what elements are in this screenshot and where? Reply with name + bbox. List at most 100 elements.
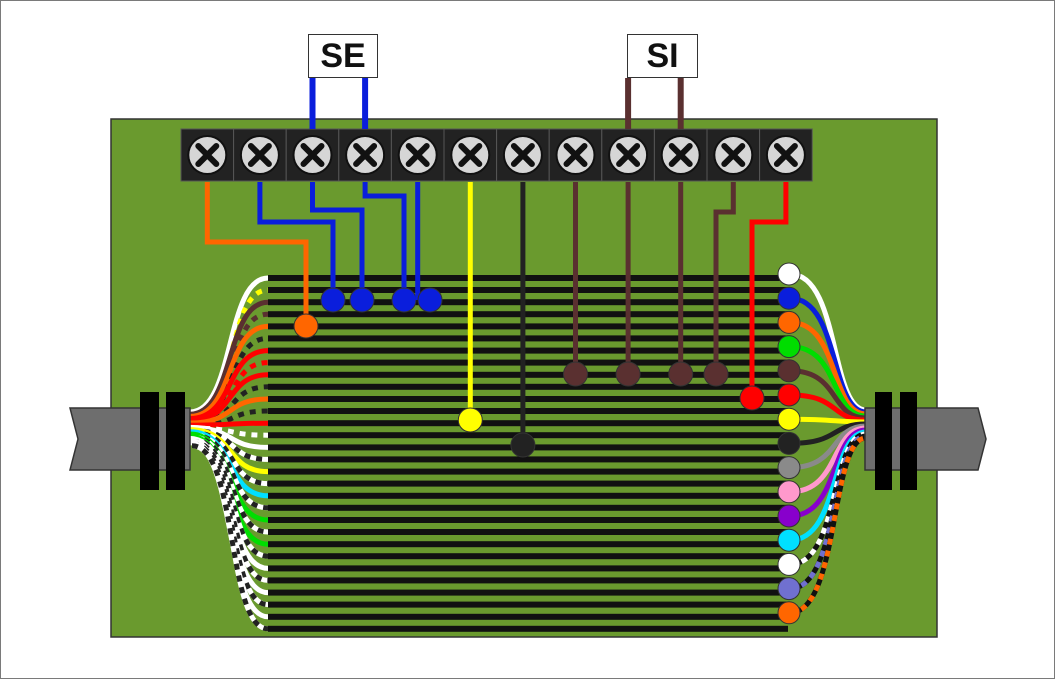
right-wire	[789, 421, 867, 446]
pair-line-return	[268, 287, 788, 293]
se-label: SE	[308, 34, 378, 78]
right-end-dot-icon	[777, 480, 801, 504]
pair-line	[268, 589, 788, 596]
right-wire-base	[789, 435, 867, 616]
right-wire	[789, 392, 867, 423]
connection-dot-icon	[615, 361, 641, 387]
screw-cross-icon	[773, 143, 798, 167]
right-end-dot-icon	[777, 456, 801, 480]
pair-line-return	[268, 601, 788, 608]
left-clamp-inner-icon	[166, 392, 185, 490]
connection-dot-icon	[668, 361, 694, 387]
right-end-dot-icon	[777, 310, 801, 334]
screw-cross-icon	[458, 143, 483, 167]
connection-dot-icon	[457, 407, 483, 433]
pair-line	[268, 541, 788, 548]
right-end-dot-icon	[777, 431, 801, 455]
right-wire	[789, 344, 867, 419]
right-cable-icon	[864, 407, 987, 471]
screw-cross-icon	[405, 143, 430, 167]
pair-line-return	[268, 625, 788, 632]
right-end-dot-icon	[777, 262, 801, 286]
left-wire-stripe	[191, 443, 269, 632]
pair-line	[268, 396, 788, 402]
pair-line	[268, 613, 788, 620]
jumper-wire	[362, 182, 407, 300]
pair-line	[268, 420, 788, 427]
pair-line-return	[268, 408, 788, 414]
screw-cross-icon	[353, 143, 378, 167]
se-label-text: SE	[320, 36, 366, 75]
screw-cross-icon	[510, 143, 535, 167]
pair-line-return	[268, 553, 788, 560]
left-wire	[189, 424, 269, 450]
pair-line	[268, 468, 788, 475]
pair-line	[268, 565, 788, 572]
connection-dot-icon	[293, 313, 319, 339]
right-clamp-inner-icon	[875, 392, 892, 490]
left-wire	[189, 299, 269, 417]
connection-dot-icon	[563, 361, 588, 387]
pair-line	[268, 323, 788, 330]
pair-line-return	[268, 456, 788, 463]
terminal-block	[180, 128, 813, 182]
screw-cross-icon	[721, 143, 746, 167]
terminal-jumpers	[204, 182, 789, 458]
pair-line-return	[268, 577, 788, 584]
connection-dot-icon	[739, 385, 765, 411]
right-wire-stripe	[789, 433, 867, 592]
right-end-dot-icon	[777, 552, 801, 576]
right-end-dot-icon	[777, 335, 801, 359]
right-end-dot-icon	[777, 286, 801, 310]
pair-line	[268, 492, 788, 499]
label-legs	[309, 78, 684, 129]
pair-line-return	[268, 529, 788, 535]
jumper-wire	[257, 182, 336, 300]
jumper-wire	[310, 182, 365, 300]
right-wire	[789, 416, 867, 425]
screw-cross-icon	[563, 143, 588, 167]
pair-line	[268, 371, 788, 378]
screw-cross-icon	[668, 143, 693, 167]
right-wire	[789, 319, 867, 417]
left-wire-fanout	[189, 275, 269, 632]
right-end-dot-icon	[777, 407, 801, 431]
right-end-dot-icon	[777, 504, 801, 528]
connection-dot-icon	[391, 287, 417, 313]
jumper-wire	[204, 182, 309, 326]
pair-line-return	[268, 335, 788, 342]
screw-cross-icon	[616, 143, 641, 167]
jumper-wire	[713, 182, 736, 374]
left-wire	[189, 348, 269, 422]
left-wire	[189, 275, 269, 415]
screw-cross-icon	[247, 143, 272, 167]
left-wire	[189, 427, 269, 475]
left-clamp-outer-icon	[140, 392, 159, 490]
right-end-dot-icon	[777, 383, 801, 407]
screw-cross-icon	[195, 143, 220, 167]
right-end-dot-icon	[777, 359, 801, 383]
left-wire	[189, 323, 269, 419]
connection-dot-icon	[349, 287, 375, 313]
jumper-wire	[749, 182, 789, 398]
pair-line-return	[268, 480, 788, 487]
connection-dot-icon	[510, 432, 536, 458]
si-label-text: SI	[646, 36, 679, 75]
pair-line-return	[268, 504, 788, 511]
pair-line-return	[268, 383, 788, 390]
pair-line	[268, 299, 788, 306]
screw-cross-icon	[300, 143, 325, 167]
pair-line-return	[268, 311, 788, 318]
right-wire	[789, 368, 867, 421]
right-end-dot-icon	[777, 577, 801, 601]
connection-dot-icon	[703, 361, 729, 387]
si-label: SI	[627, 34, 698, 78]
cables	[69, 392, 987, 490]
pair-line-return	[268, 359, 788, 366]
right-end-dot-icon	[777, 528, 801, 552]
left-wire	[189, 372, 269, 424]
pair-line	[268, 517, 788, 523]
right-end-dot-icon	[777, 601, 801, 625]
left-wire	[189, 420, 269, 428]
